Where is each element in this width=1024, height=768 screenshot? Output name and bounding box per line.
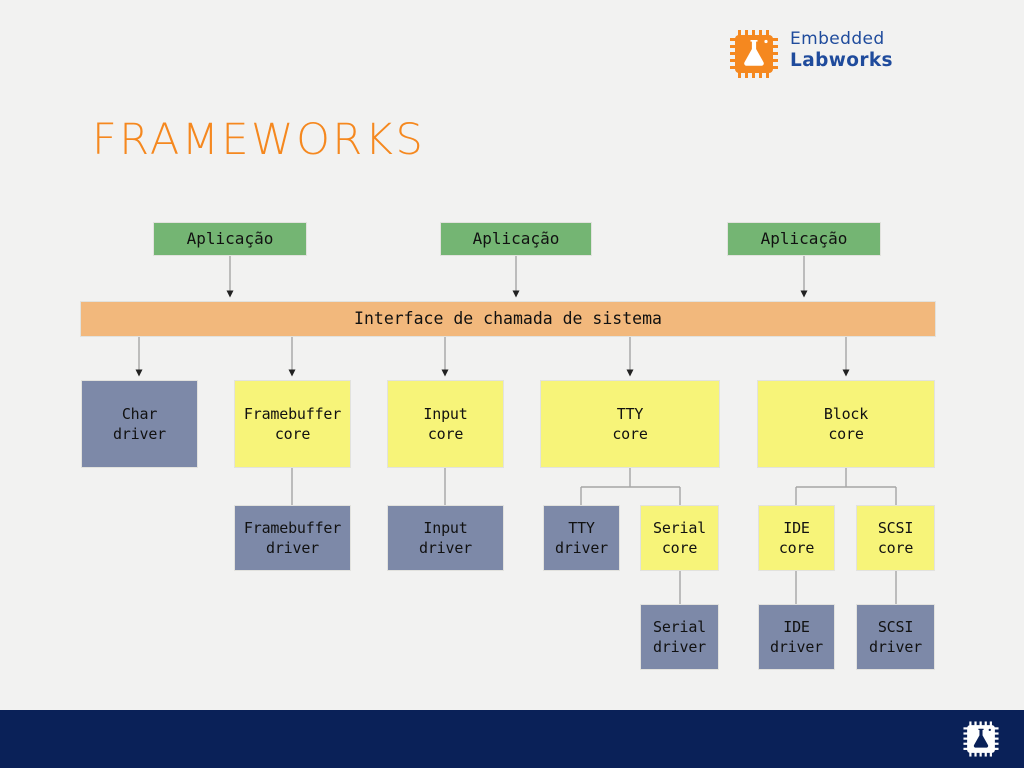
node-serial-driver[interactable]: Serial driver	[640, 604, 719, 670]
node-label-line2: core	[427, 425, 464, 443]
node-label-line1: Framebuffer	[243, 404, 342, 423]
node-label: Aplicação	[186, 229, 274, 249]
node-scsi-driver[interactable]: SCSI driver	[856, 604, 935, 670]
node-aplicacao-1[interactable]: Aplicação	[153, 222, 307, 256]
node-label-line2: driver	[869, 638, 922, 656]
node-framebuffer-driver[interactable]: Framebuffer driver	[234, 505, 351, 571]
node-block-core[interactable]: Block core	[757, 380, 935, 468]
node-label-line1: IDE	[783, 518, 810, 537]
node-input-core[interactable]: Input core	[387, 380, 504, 468]
node-scsi-core[interactable]: SCSI core	[856, 505, 935, 571]
node-ide-core[interactable]: IDE core	[758, 505, 835, 571]
page-title: FRAMEWORKS	[92, 115, 426, 165]
node-label-line2: core	[612, 425, 648, 443]
node-label-line1: Input	[423, 518, 468, 537]
node-tty-driver[interactable]: TTY driver	[543, 505, 620, 571]
node-label-line1: Serial	[653, 617, 706, 636]
node-char-driver[interactable]: Char driver	[81, 380, 198, 468]
node-label-line1: SCSI	[877, 518, 914, 537]
node-label-line1: Serial	[653, 518, 706, 537]
brand-text: Embedded Labworks	[790, 29, 893, 71]
node-label-line1: Framebuffer	[243, 518, 342, 537]
node-label-line2: core	[661, 539, 698, 557]
node-input-driver[interactable]: Input driver	[387, 505, 504, 571]
chip-flask-icon	[963, 721, 999, 757]
node-ide-driver[interactable]: IDE driver	[758, 604, 835, 670]
node-label-line2: core	[828, 425, 864, 443]
node-label-line2: driver	[113, 425, 166, 443]
brand-line-2: Labworks	[790, 49, 893, 71]
brand-logo: Embedded Labworks	[728, 28, 928, 86]
node-framebuffer-core[interactable]: Framebuffer core	[234, 380, 351, 468]
node-label-line2: core	[778, 539, 815, 557]
node-aplicacao-3[interactable]: Aplicação	[727, 222, 881, 256]
node-label-line1: Char	[121, 404, 158, 423]
slide-footer	[0, 710, 1024, 768]
diagram-connectors	[135, 256, 897, 604]
node-syscall-interface[interactable]: Interface de chamada de sistema	[80, 301, 936, 337]
node-label-line1: SCSI	[877, 617, 914, 636]
node-label-line2: driver	[653, 638, 706, 656]
brand-line-1: Embedded	[790, 29, 885, 49]
node-tty-core[interactable]: TTY core	[540, 380, 720, 468]
node-label-line1: TTY	[568, 518, 595, 537]
node-label-line2: driver	[770, 638, 823, 656]
node-serial-core[interactable]: Serial core	[640, 505, 719, 571]
node-label-line1: IDE	[783, 617, 810, 636]
chip-flask-icon	[730, 30, 778, 78]
node-label: Aplicação	[760, 229, 848, 249]
node-label-line1: Block	[823, 404, 869, 423]
node-label-line2: driver	[555, 539, 608, 557]
node-label-line1: TTY	[616, 404, 644, 423]
node-label: Aplicação	[472, 229, 560, 249]
node-label-line2: core	[274, 425, 311, 443]
node-label-line2: core	[877, 539, 914, 557]
frameworks-diagram: Aplicação Aplicação Aplicação Interface …	[80, 222, 936, 670]
node-label-line2: driver	[266, 539, 319, 557]
node-label-line1: Input	[423, 404, 468, 423]
node-aplicacao-2[interactable]: Aplicação	[440, 222, 592, 256]
node-label: Interface de chamada de sistema	[354, 308, 662, 328]
node-label-line2: driver	[419, 539, 472, 557]
